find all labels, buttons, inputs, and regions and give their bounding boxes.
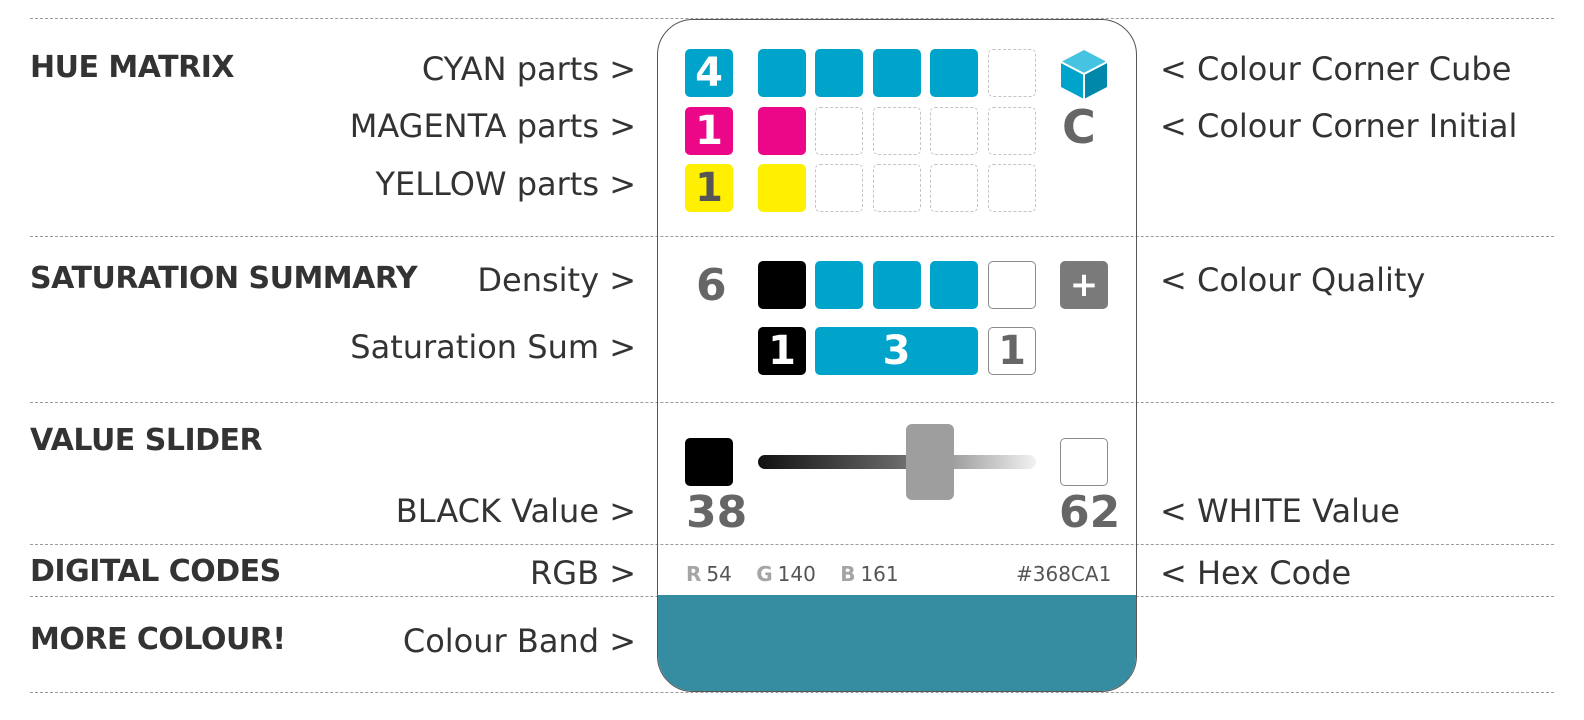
value-slider-thumb[interactable] — [906, 424, 955, 500]
cyan-slot — [873, 49, 921, 97]
hex-code: #368CA1 — [1016, 562, 1112, 586]
b-value: 161 — [860, 562, 899, 586]
yellow-slot — [988, 164, 1036, 212]
yellow-slot — [758, 164, 806, 212]
cyan-slot — [988, 49, 1036, 97]
label-colour-band: Colour Band > — [402, 622, 636, 660]
colour-band — [658, 595, 1136, 691]
cyan-parts-badge: 4 — [685, 49, 733, 97]
value-slider-track[interactable] — [758, 455, 1036, 469]
b-label: B — [840, 562, 856, 586]
magenta-parts-badge: 1 — [685, 107, 733, 155]
label-colour-corner-initial: < Colour Corner Initial — [1160, 107, 1518, 145]
sum-hue-segment: 3 — [815, 327, 978, 375]
section-saturation-summary: SATURATION SUMMARY — [30, 261, 418, 296]
label-colour-corner-cube: < Colour Corner Cube — [1160, 50, 1512, 88]
black-value: 38 — [686, 487, 748, 538]
cyan-slot — [758, 49, 806, 97]
label-yellow-parts: YELLOW parts > — [375, 165, 636, 203]
label-density: Density > — [477, 261, 636, 299]
section-hue-matrix: HUE MATRIX — [30, 50, 235, 85]
cyan-slot — [930, 49, 978, 97]
density-cyan-slot — [930, 261, 978, 309]
label-rgb: RGB > — [530, 554, 636, 592]
label-colour-quality: < Colour Quality — [1160, 261, 1426, 299]
density-cyan-slot — [815, 261, 863, 309]
magenta-slot — [988, 107, 1036, 155]
black-swatch — [685, 438, 733, 486]
divider — [30, 544, 1554, 545]
yellow-parts-badge: 1 — [685, 164, 733, 212]
white-value: 62 — [1059, 487, 1121, 538]
divider — [30, 236, 1554, 237]
section-digital-codes: DIGITAL CODES — [30, 554, 281, 589]
magenta-slot — [930, 107, 978, 155]
cyan-slot — [815, 49, 863, 97]
magenta-slot — [758, 107, 806, 155]
colour-card — [657, 19, 1137, 692]
density-value: 6 — [696, 260, 727, 311]
cube-icon — [1060, 50, 1108, 99]
divider — [30, 692, 1554, 693]
sum-white-segment: 1 — [988, 327, 1036, 375]
divider — [30, 402, 1554, 403]
g-value: 140 — [777, 562, 816, 586]
magenta-slot — [873, 107, 921, 155]
density-white-slot — [988, 261, 1036, 309]
density-cyan-slot — [873, 261, 921, 309]
corner-initial: C — [1062, 100, 1096, 154]
label-saturation-sum: Saturation Sum > — [350, 328, 636, 366]
divider — [30, 18, 1554, 19]
white-swatch — [1060, 438, 1108, 486]
r-value: 54 — [706, 562, 732, 586]
g-label: G — [756, 562, 773, 586]
label-black-value: BLACK Value > — [395, 492, 636, 530]
sum-black-segment: 1 — [758, 327, 806, 375]
label-hex-code: < Hex Code — [1160, 554, 1352, 592]
label-magenta-parts: MAGENTA parts > — [349, 107, 636, 145]
plus-icon: + — [1060, 261, 1108, 309]
yellow-slot — [815, 164, 863, 212]
label-cyan-parts: CYAN parts > — [421, 50, 636, 88]
yellow-slot — [930, 164, 978, 212]
yellow-slot — [873, 164, 921, 212]
section-value-slider: VALUE SLIDER — [30, 423, 263, 458]
magenta-slot — [815, 107, 863, 155]
r-label: R — [686, 562, 702, 586]
section-more-colour: MORE COLOUR! — [30, 622, 286, 657]
density-black-slot — [758, 261, 806, 309]
label-white-value: < WHITE Value — [1160, 492, 1400, 530]
